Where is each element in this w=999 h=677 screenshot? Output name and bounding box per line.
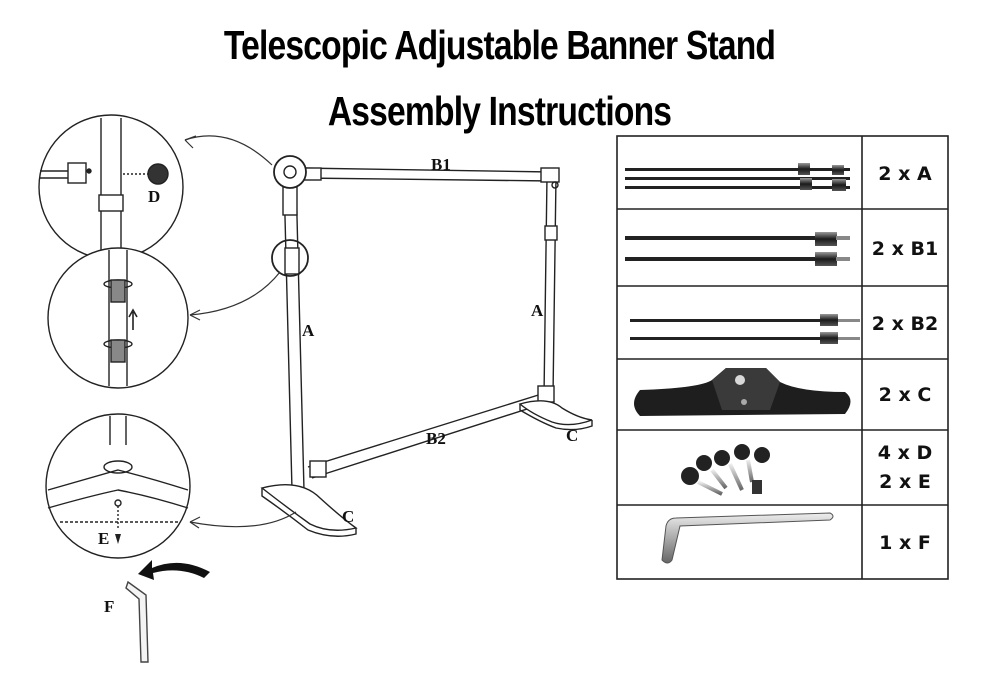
parts-table: 2 x A 2 x B1 2 x B2 2 x C 4 x D 2 x E 1 … — [616, 135, 949, 580]
title-line-2: Assembly Instructions — [327, 88, 672, 134]
qty-b2: 2 x B2 — [872, 313, 938, 335]
detail-telescopic-joint — [47, 247, 189, 389]
qty-d: 4 x D — [878, 442, 932, 464]
label-b2: B2 — [426, 429, 446, 448]
qty-f: 1 x F — [879, 532, 931, 554]
label-f: F — [104, 597, 114, 616]
screw-e-icon — [115, 534, 121, 544]
rotate-arrow-icon — [138, 560, 210, 580]
label-a-right: A — [531, 301, 544, 320]
knob-screw-icon — [681, 444, 770, 496]
label-e: E — [98, 529, 109, 548]
base-c-icon — [634, 368, 851, 416]
label-d: D — [148, 187, 160, 206]
detail-knob-d — [38, 114, 184, 260]
allen-key-icon — [661, 512, 834, 564]
pole-b2-icon — [630, 314, 860, 344]
title-line-1: Telescopic Adjustable Banner Stand — [223, 22, 776, 68]
detail-arrows — [184, 135, 297, 529]
pole-b1-icon — [625, 232, 850, 266]
label-c-right: C — [566, 426, 578, 445]
label-a-left: A — [302, 321, 315, 340]
qty-b1: 2 x B1 — [872, 238, 938, 260]
qty-a: 2 x A — [878, 163, 932, 185]
qty-e: 2 x E — [879, 471, 931, 493]
detail-base-screw — [45, 413, 191, 559]
qty-c: 2 x C — [879, 384, 932, 406]
label-b1: B1 — [431, 155, 451, 174]
allen-key-drawing — [125, 580, 149, 663]
label-c-left: C — [342, 507, 354, 526]
stand-frame — [260, 155, 593, 537]
pole-a-icon — [625, 163, 850, 191]
